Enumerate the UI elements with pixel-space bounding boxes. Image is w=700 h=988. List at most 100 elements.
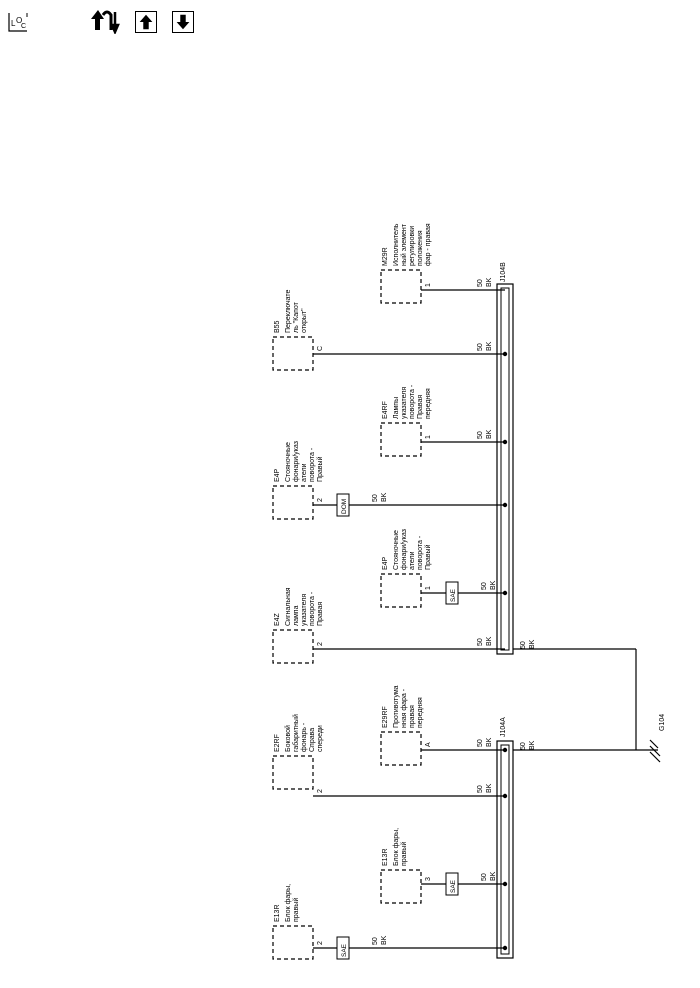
wire-color: BK bbox=[486, 737, 493, 747]
component-name-line: Переключате bbox=[285, 289, 292, 333]
splice-label: SAE bbox=[341, 943, 348, 957]
wire-color: BK bbox=[486, 429, 493, 439]
splice-label: SAE bbox=[450, 588, 457, 602]
wire-color: BK bbox=[486, 341, 493, 351]
component-name-line: атели bbox=[409, 551, 416, 570]
component-name-line: Стояночные bbox=[393, 530, 400, 570]
arrow-down-icon[interactable] bbox=[172, 11, 194, 33]
component-name-line: лампа bbox=[293, 605, 300, 626]
component-name-line: правая bbox=[409, 705, 416, 728]
wire-size: 50 bbox=[477, 343, 484, 351]
wire-color: BK bbox=[486, 783, 493, 793]
component-id: E4P bbox=[274, 468, 281, 482]
component-id: E4P bbox=[382, 556, 389, 570]
component-name-line: указателя bbox=[301, 594, 308, 626]
wire-size: 50 bbox=[477, 279, 484, 287]
junction-dot bbox=[502, 351, 508, 357]
component-name-line: передняя bbox=[425, 388, 432, 419]
junction-dot bbox=[502, 502, 508, 508]
component-name-line: габаритный bbox=[292, 714, 300, 752]
component-box bbox=[272, 925, 314, 960]
component-name-line: поворота - bbox=[417, 535, 424, 570]
wire-color: BK bbox=[490, 580, 497, 590]
ground-wiring: G104 50 BK 50 BK bbox=[513, 639, 666, 763]
svg-text:L: L bbox=[11, 19, 16, 28]
component-name-line: открыт" bbox=[301, 308, 308, 333]
component-name-line: Противотума bbox=[393, 685, 400, 728]
component-name-line: атели bbox=[301, 463, 308, 482]
wire-color: BK bbox=[381, 935, 388, 945]
component-id: E4RF bbox=[382, 401, 389, 419]
component-name-line: Стояночные bbox=[285, 442, 292, 482]
component-id: E13R bbox=[382, 848, 389, 866]
svg-text:C: C bbox=[21, 23, 26, 30]
component-name-line: нная фара - bbox=[401, 688, 408, 728]
wire-size: 50 bbox=[477, 785, 484, 793]
pin-label: A bbox=[425, 742, 432, 747]
component-name-line: правый bbox=[292, 898, 300, 922]
component-name-line: Лампы bbox=[393, 397, 400, 419]
wire-size: 50 bbox=[372, 937, 379, 945]
wire-size: 50 bbox=[481, 582, 488, 590]
component-id: E2RF bbox=[274, 734, 281, 752]
ground-wire-size-bottom: 50 bbox=[520, 742, 527, 750]
wire-color: BK bbox=[486, 636, 493, 646]
wire-size: 50 bbox=[477, 638, 484, 646]
pin-label: 2 bbox=[317, 941, 324, 945]
component-box bbox=[380, 573, 422, 608]
component-box bbox=[380, 869, 422, 904]
component-box bbox=[380, 269, 422, 304]
connector-j104a: J104A bbox=[496, 717, 514, 959]
loc-icon[interactable]: L O C bbox=[7, 11, 29, 33]
wire-color: BK bbox=[486, 277, 493, 287]
pin-label: 2 bbox=[317, 642, 324, 646]
component-name-line: фонарь - bbox=[301, 722, 308, 752]
svg-text:O: O bbox=[16, 16, 22, 25]
junction-dot bbox=[502, 590, 508, 596]
junction-dot bbox=[502, 439, 508, 445]
component-name-line: Блок фары, bbox=[393, 828, 400, 866]
component-name-line: правый bbox=[400, 842, 408, 866]
component-name-line: ный элемент bbox=[400, 223, 408, 266]
component-name-line: поворота - bbox=[409, 384, 416, 419]
component-name-line: фонари/указ bbox=[401, 529, 408, 570]
connector-j104b: J104B bbox=[496, 262, 514, 655]
wire-size: 50 bbox=[372, 494, 379, 502]
component-box bbox=[380, 731, 422, 766]
component-id: M29R bbox=[382, 247, 389, 266]
wire-size: 50 bbox=[481, 873, 488, 881]
junction-dot bbox=[502, 793, 508, 799]
component-name-line: спереди bbox=[317, 725, 324, 752]
component-name-line: регулировки bbox=[409, 226, 416, 266]
pin-label: 1 bbox=[425, 283, 432, 287]
component-name-line: Правый bbox=[424, 544, 432, 570]
wire-size: 50 bbox=[477, 431, 484, 439]
component-name-line: Исполнитель bbox=[393, 223, 400, 266]
component-name-line: передняя bbox=[417, 697, 424, 728]
splice-label: SAE bbox=[450, 879, 457, 893]
component-name-line: Сигнальная bbox=[285, 587, 292, 626]
toolbar: L O C bbox=[0, 0, 700, 50]
arrow-up-icon[interactable] bbox=[135, 11, 157, 33]
component-name-line: Правый bbox=[316, 456, 324, 482]
component-name-line: Правая bbox=[317, 602, 324, 626]
pin-label: 2 bbox=[317, 789, 324, 793]
component-box bbox=[272, 336, 314, 371]
ground-wire-color-bottom: BK bbox=[529, 740, 536, 750]
wiring-icon[interactable] bbox=[89, 6, 121, 34]
junction-dot bbox=[502, 747, 508, 753]
component-name-line: поворота - bbox=[309, 591, 316, 626]
pin-label: 2 bbox=[317, 498, 324, 502]
component-box bbox=[272, 485, 314, 520]
connector-label-bottom: J104A bbox=[500, 717, 507, 737]
component-name-line: Блок фары, bbox=[285, 884, 292, 922]
component-name-line: фонари/указ bbox=[293, 441, 300, 482]
splice-label: DOM bbox=[341, 499, 348, 514]
